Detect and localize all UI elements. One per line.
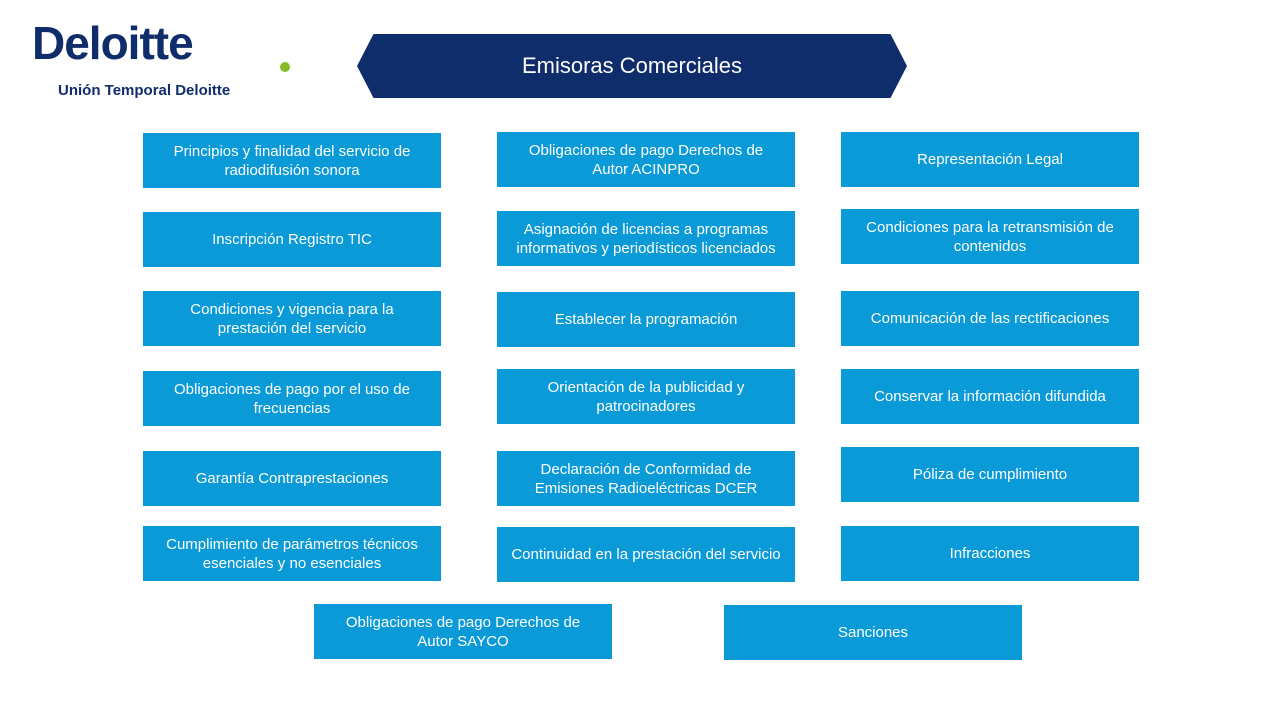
topic-box-garantia: Garantía Contraprestaciones (143, 451, 441, 506)
topic-box-principios: Principios y finalidad del servicio de r… (143, 133, 441, 188)
topic-box-acinpro: Obligaciones de pago Derechos de Autor A… (497, 132, 795, 187)
topic-box-sanciones: Sanciones (724, 605, 1022, 660)
topic-box-infracciones: Infracciones (841, 526, 1139, 581)
topic-box-continuidad: Continuidad en la prestación del servici… (497, 527, 795, 582)
deloitte-logo: Deloitte Unión Temporal Deloitte (32, 17, 290, 99)
topic-box-rectificaciones: Comunicación de las rectificaciones (841, 291, 1139, 346)
logo-wordmark: Deloitte (32, 17, 194, 69)
topic-box-programacion: Establecer la programación (497, 292, 795, 347)
topic-box-sayco: Obligaciones de pago Derechos de Autor S… (314, 604, 612, 659)
topic-box-pago-frecuencias: Obligaciones de pago por el uso de frecu… (143, 371, 441, 426)
topic-box-dcer: Declaración de Conformidad de Emisiones … (497, 451, 795, 506)
topic-box-publicidad: Orientación de la publicidad y patrocina… (497, 369, 795, 424)
topic-box-representacion: Representación Legal (841, 132, 1139, 187)
topic-box-parametros: Cumplimiento de parámetros técnicos esen… (143, 526, 441, 581)
topic-box-conservar: Conservar la información difundida (841, 369, 1139, 424)
topic-box-condiciones-vigencia: Condiciones y vigencia para la prestació… (143, 291, 441, 346)
logo-subtitle: Unión Temporal Deloitte (58, 82, 231, 99)
topic-box-retransmision: Condiciones para la retransmisión de con… (841, 209, 1139, 264)
title-banner: Emisoras Comerciales (357, 34, 907, 98)
topic-box-poliza: Póliza de cumplimiento (841, 447, 1139, 502)
logo-dot (280, 62, 290, 72)
topic-box-licencias: Asignación de licencias a programas info… (497, 211, 795, 266)
topic-box-inscripcion: Inscripción Registro TIC (143, 212, 441, 267)
page-title: Emisoras Comerciales (521, 53, 743, 78)
